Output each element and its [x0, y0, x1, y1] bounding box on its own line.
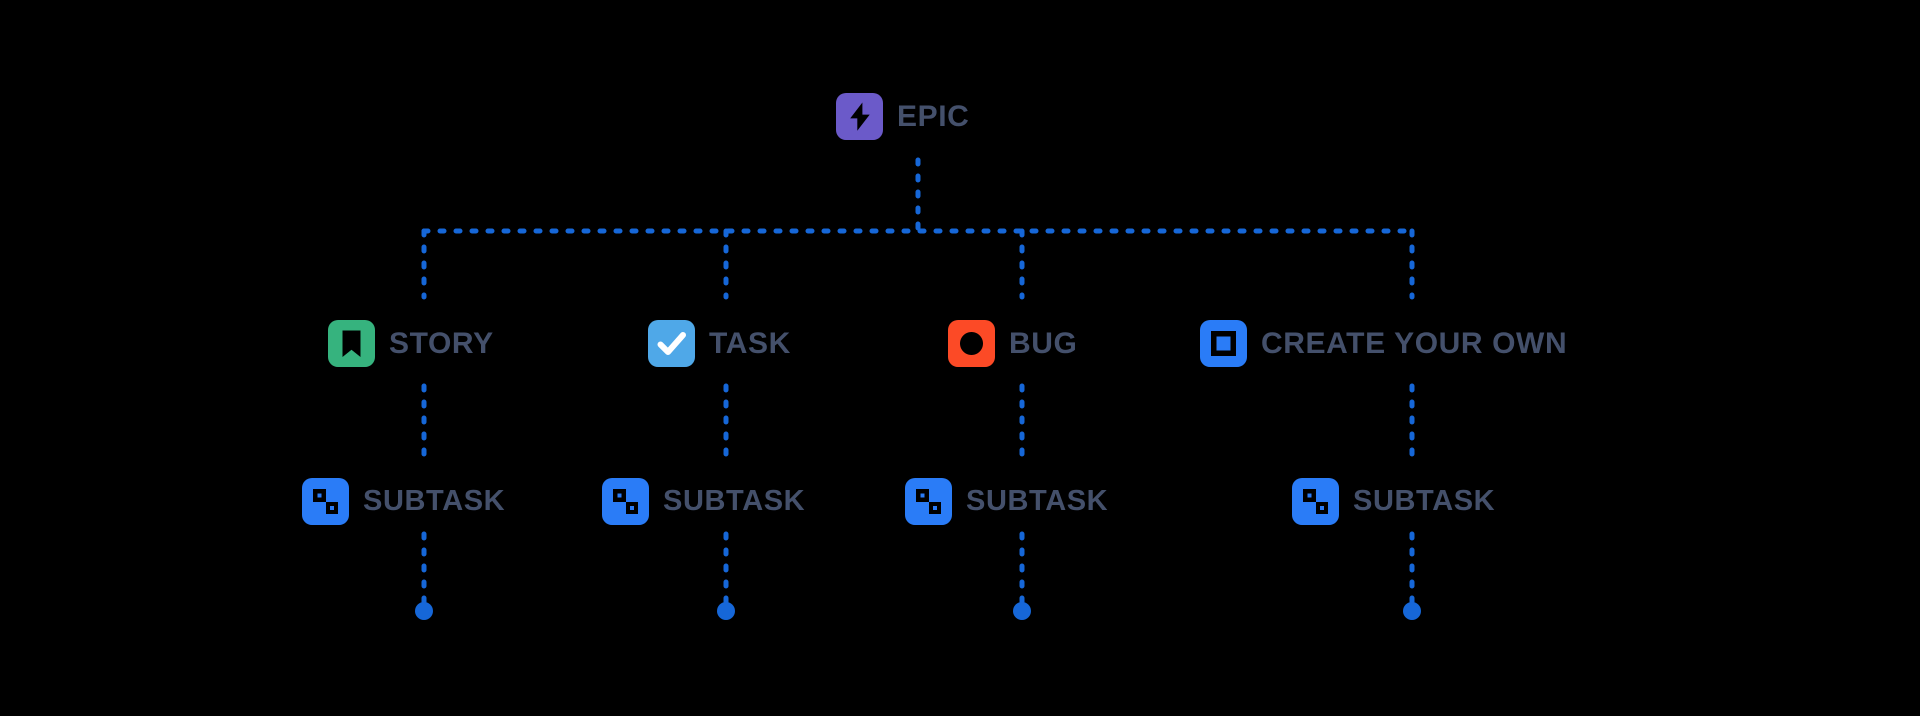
node-subtask-create[interactable]: SUBTASK: [1292, 478, 1495, 525]
node-label-subtask-create: SUBTASK: [1353, 485, 1496, 517]
node-story[interactable]: STORY: [328, 320, 494, 367]
check-icon: [648, 320, 695, 367]
end-dot-story: [415, 602, 433, 620]
subtask-squares-icon: [302, 478, 349, 525]
lightning-bolt-icon: [836, 93, 883, 140]
end-dot-task: [717, 602, 735, 620]
node-subtask-story[interactable]: SUBTASK: [302, 478, 505, 525]
node-create-your-own[interactable]: CREATE YOUR OWN: [1200, 320, 1567, 367]
square-outline-icon: [1200, 320, 1247, 367]
node-label-epic: EPIC: [897, 99, 970, 133]
node-label-task: TASK: [709, 326, 791, 360]
node-label-story: STORY: [389, 326, 494, 360]
subtask-squares-icon: [1292, 478, 1339, 525]
node-label-subtask-task: SUBTASK: [663, 485, 806, 517]
node-task[interactable]: TASK: [648, 320, 791, 367]
node-label-bug: BUG: [1009, 326, 1078, 360]
subtask-squares-icon: [905, 478, 952, 525]
bookmark-icon: [328, 320, 375, 367]
node-epic[interactable]: EPIC: [836, 93, 969, 140]
node-label-create-your-own: CREATE YOUR OWN: [1261, 326, 1568, 360]
node-bug[interactable]: BUG: [948, 320, 1077, 367]
node-subtask-task[interactable]: SUBTASK: [602, 478, 805, 525]
node-label-subtask-story: SUBTASK: [363, 485, 506, 517]
node-label-subtask-bug: SUBTASK: [966, 485, 1109, 517]
end-dot-create: [1403, 602, 1421, 620]
end-dot-bug: [1013, 602, 1031, 620]
node-subtask-bug[interactable]: SUBTASK: [905, 478, 1108, 525]
circle-icon: [948, 320, 995, 367]
subtask-squares-icon: [602, 478, 649, 525]
